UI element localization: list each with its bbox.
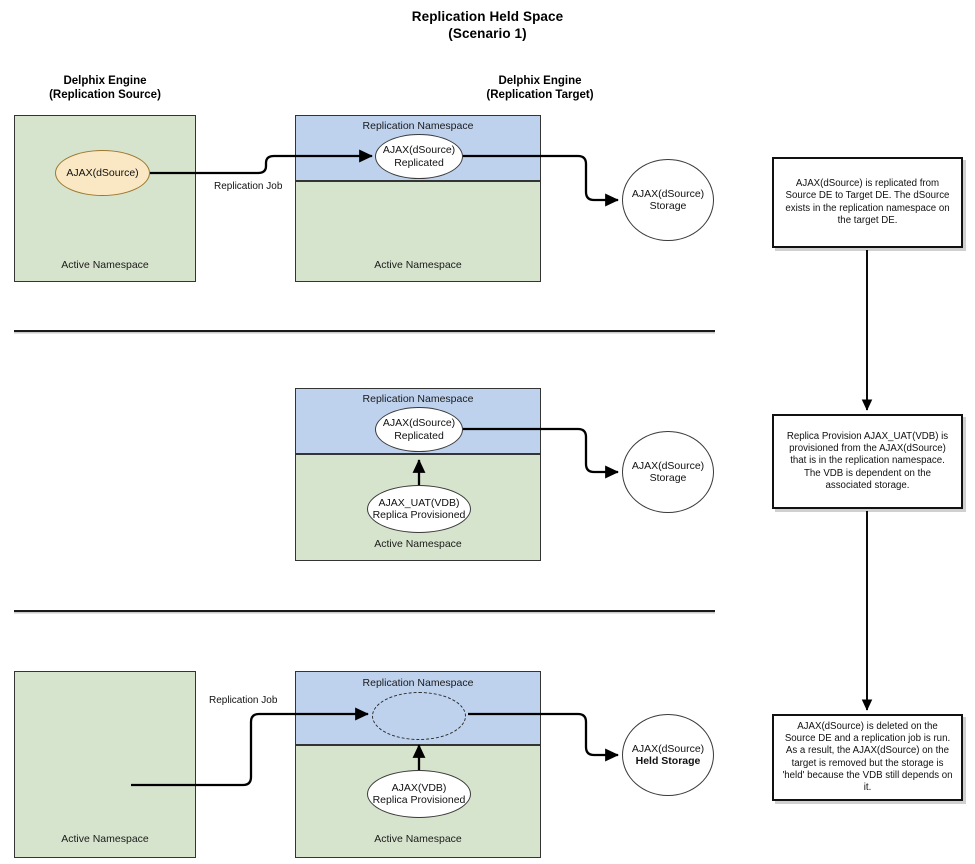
namespace-label: Active Namespace: [61, 833, 149, 845]
column-header-source-line1: Delphix Engine: [63, 75, 147, 87]
namespace-label: Replication Namespace: [362, 120, 474, 132]
node-line2: Replica Provisioned: [372, 794, 466, 806]
target-vdb-node-row-3[interactable]: AJAX(VDB) Replica Provisioned: [367, 770, 471, 818]
section-divider-1: [14, 330, 715, 332]
target-replicated-node-row-1[interactable]: AJAX(dSource) Replicated: [375, 134, 463, 179]
node-line2: Replicated: [394, 429, 444, 442]
namespace-label: Active Namespace: [61, 259, 149, 271]
storage-node-row-1[interactable]: AJAX(dSource) Storage: [622, 159, 714, 241]
node-line2: Held Storage: [635, 755, 701, 767]
target-replicated-node-row-3[interactable]: [372, 692, 466, 740]
node-line1: AJAX_UAT(VDB): [378, 496, 460, 509]
replication-job-label-row-1: Replication Job: [214, 181, 283, 192]
source-active-namespace-row-3: Active Namespace: [14, 671, 196, 858]
column-header-source: Delphix Engine (Replication Source): [14, 74, 196, 102]
page-title-line2: (Scenario 1): [448, 26, 527, 41]
namespace-label: Active Namespace: [374, 538, 462, 550]
node-line2: Storage: [649, 472, 687, 484]
column-header-target-line1: Delphix Engine: [498, 75, 582, 87]
node-line1: AJAX(dSource): [66, 166, 139, 179]
replication-job-label-row-3: Replication Job: [209, 695, 278, 706]
target-active-namespace-row-1: Active Namespace: [295, 181, 541, 282]
namespace-label: Replication Namespace: [362, 677, 474, 689]
column-header-source-line2: (Replication Source): [49, 89, 161, 101]
target-replicated-node-row-2[interactable]: AJAX(dSource) Replicated: [375, 407, 463, 452]
note-box-row-1: AJAX(dSource) is replicated from Source …: [772, 157, 963, 248]
note-text: AJAX(dSource) is deleted on the Source D…: [782, 720, 953, 793]
note-box-row-2: Replica Provision AJAX_UAT(VDB) is provi…: [772, 414, 963, 509]
node-line1: AJAX(VDB): [391, 781, 447, 794]
source-active-namespace-row-1: Active Namespace: [14, 115, 196, 282]
node-line2: Replica Provisioned: [372, 509, 466, 521]
storage-node-row-3[interactable]: AJAX(dSource) Held Storage: [622, 714, 714, 796]
column-header-target-line2: (Replication Target): [486, 89, 594, 101]
namespace-label: Active Namespace: [374, 833, 462, 845]
node-line1: AJAX(dSource): [631, 187, 705, 200]
node-line2: Replicated: [394, 156, 444, 169]
namespace-label: Replication Namespace: [362, 393, 474, 405]
target-vdb-node-row-2[interactable]: AJAX_UAT(VDB) Replica Provisioned: [367, 485, 471, 533]
source-dsource-node-row-1[interactable]: AJAX(dSource): [55, 150, 150, 196]
page-title: Replication Held Space (Scenario 1): [0, 8, 975, 42]
node-line1: AJAX(dSource): [631, 742, 705, 755]
node-line2: Storage: [649, 200, 687, 212]
note-text: Replica Provision AJAX_UAT(VDB) is provi…: [786, 430, 949, 491]
page-title-line1: Replication Held Space: [411, 9, 564, 24]
node-line1: AJAX(dSource): [382, 144, 456, 156]
node-line1: AJAX(dSource): [631, 459, 705, 472]
section-divider-2: [14, 610, 715, 612]
note-box-row-3: AJAX(dSource) is deleted on the Source D…: [772, 714, 963, 801]
namespace-label: Active Namespace: [374, 259, 462, 271]
note-text: AJAX(dSource) is replicated from Source …: [785, 178, 950, 226]
column-header-target: Delphix Engine (Replication Target): [295, 74, 785, 102]
node-line1: AJAX(dSource): [382, 417, 456, 429]
storage-node-row-2[interactable]: AJAX(dSource) Storage: [622, 431, 714, 513]
